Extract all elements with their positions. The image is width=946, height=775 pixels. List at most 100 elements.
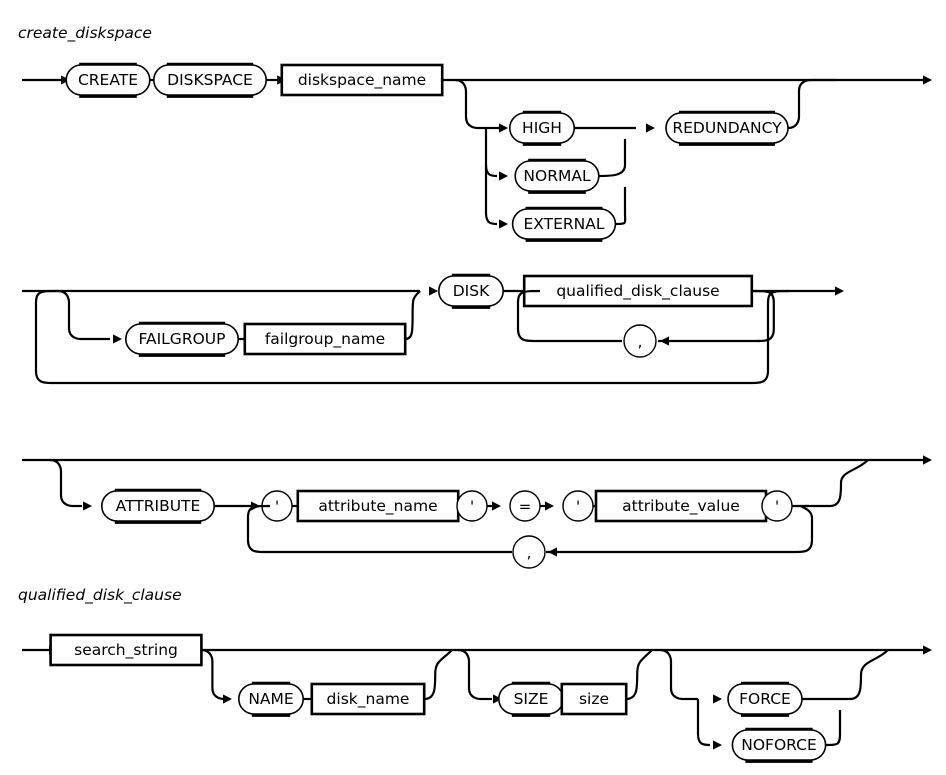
circle-quote-open-name-label: ' bbox=[275, 498, 279, 516]
nonterminal-attribute-name-label: attribute_name bbox=[318, 497, 437, 516]
terminal-disk: DISK bbox=[437, 273, 504, 309]
nonterminal-size-value: size bbox=[560, 682, 628, 716]
arrow-to-attribute bbox=[83, 501, 92, 511]
terminal-diskspace: DISKSPACE bbox=[153, 62, 268, 98]
row2-failgroup-return bbox=[405, 290, 421, 341]
row1-opt-return-up bbox=[787, 78, 811, 130]
terminal-normal-label: NORMAL bbox=[523, 167, 591, 185]
row1-external-merge bbox=[615, 187, 627, 226]
terminal-high: HIGH bbox=[508, 110, 575, 146]
terminal-size-label: SIZE bbox=[514, 690, 549, 708]
circle-comma-attribute-label: , bbox=[527, 544, 532, 562]
terminal-name-label: NAME bbox=[248, 690, 293, 708]
row1-alt-left-spine bbox=[484, 128, 498, 226]
arrow-to-disk bbox=[429, 286, 438, 296]
row2-bypass-right bbox=[751, 289, 791, 385]
terminal-failgroup: FAILGROUP bbox=[125, 321, 240, 357]
row-failgroup-disk: FAILGROUP failgroup_name DISK qualified_dis… bbox=[22, 273, 844, 385]
row2-exit-arrow bbox=[835, 286, 844, 296]
terminal-force-label: FORCE bbox=[739, 690, 791, 708]
terminal-external-label: EXTERNAL bbox=[523, 215, 604, 233]
terminal-diskspace-label: DISKSPACE bbox=[167, 71, 253, 89]
circle-equals: = bbox=[509, 490, 541, 522]
terminal-high-label: HIGH bbox=[522, 119, 562, 137]
nonterminal-disk-name-label: disk_name bbox=[327, 690, 410, 709]
nonterminal-size-value-label: size bbox=[579, 690, 609, 708]
row4-name-branch-down bbox=[201, 648, 224, 701]
diagram-title-qualified-disk-clause: qualified_disk_clause bbox=[18, 586, 182, 605]
terminal-size: SIZE bbox=[497, 681, 564, 717]
row1-exit-arrow bbox=[923, 75, 932, 85]
row2-failgroup-branch-down bbox=[57, 289, 81, 341]
nonterminal-attribute-value-label: attribute_value bbox=[622, 497, 740, 516]
circle-comma-disk: , bbox=[623, 324, 657, 358]
row-attribute: ATTRIBUTE ' attribute_name ' = ' attribute_val… bbox=[22, 455, 932, 569]
terminal-create-label: CREATE bbox=[78, 71, 138, 89]
arrow-to-name bbox=[223, 694, 232, 704]
nonterminal-attribute-value: attribute_value bbox=[594, 489, 768, 523]
arrow-to-high bbox=[499, 123, 508, 133]
row4-name-return bbox=[424, 649, 453, 701]
terminal-external: EXTERNAL bbox=[511, 206, 617, 242]
arrow-to-force bbox=[713, 694, 722, 704]
circle-quote-close-name-label: ' bbox=[470, 498, 474, 516]
row4-force-return bbox=[849, 649, 889, 701]
arrow-to-redundancy bbox=[646, 123, 655, 133]
terminal-redundancy-label: REDUNDANCY bbox=[672, 119, 782, 137]
circle-quote-open-value-label: ' bbox=[576, 498, 580, 516]
arrow-to-noforce bbox=[713, 740, 722, 750]
terminal-redundancy: REDUNDANCY bbox=[665, 110, 789, 146]
row3-loop-arrow bbox=[548, 547, 557, 557]
nonterminal-failgroup-name-label: failgroup_name bbox=[265, 330, 385, 349]
terminal-noforce-label: NOFORCE bbox=[741, 736, 817, 754]
nonterminal-qualified-disk-clause-label: qualified_disk_clause bbox=[556, 282, 719, 301]
nonterminal-failgroup-name: failgroup_name bbox=[243, 322, 407, 356]
circle-quote-close-value: ' bbox=[761, 490, 793, 522]
nonterminal-attribute-name: attribute_name bbox=[296, 489, 460, 523]
circle-quote-close-value-label: ' bbox=[775, 498, 779, 516]
row4-size-return bbox=[626, 649, 653, 701]
terminal-attribute-label: ATTRIBUTE bbox=[116, 497, 201, 515]
circle-comma-disk-label: , bbox=[638, 333, 643, 351]
circle-comma-attribute: , bbox=[512, 535, 546, 569]
nonterminal-search-string: search_string bbox=[49, 633, 203, 667]
row4-noforce-merge bbox=[825, 710, 842, 747]
nonterminal-search-string-label: search_string bbox=[74, 641, 178, 660]
diagram-title-create-diskspace: create_diskspace bbox=[18, 24, 152, 43]
terminal-name: NAME bbox=[238, 681, 305, 717]
arrow-to-normal bbox=[499, 171, 508, 181]
row2-loop-left bbox=[516, 289, 541, 343]
row2-loop-right bbox=[751, 289, 775, 343]
row2-bypass-left bbox=[34, 289, 59, 385]
row3-loop-left bbox=[246, 504, 271, 554]
row3-opt-return bbox=[829, 459, 869, 508]
terminal-attribute: ATTRIBUTE bbox=[101, 488, 216, 524]
arrow-to-external bbox=[499, 219, 508, 229]
circle-equals-label: = bbox=[519, 498, 532, 516]
terminal-force: FORCE bbox=[727, 681, 803, 717]
row4-force-spine bbox=[696, 699, 711, 747]
row1-alt-left-branch-normal bbox=[484, 164, 498, 178]
nonterminal-qualified-disk-clause: qualified_disk_clause bbox=[522, 274, 754, 308]
row3-opt-branch-down bbox=[49, 458, 73, 508]
row2-loop-arrow bbox=[660, 336, 669, 346]
arrow-to-failgroup bbox=[113, 334, 122, 344]
row4-force-branch-down bbox=[659, 648, 683, 701]
row3-exit-arrow bbox=[923, 455, 932, 465]
terminal-disk-label: DISK bbox=[453, 282, 490, 300]
nonterminal-disk-name: disk_name bbox=[310, 682, 426, 716]
terminal-noforce: NOFORCE bbox=[731, 727, 827, 763]
arrow-to-equals bbox=[492, 501, 501, 511]
terminal-create: CREATE bbox=[65, 62, 151, 98]
nonterminal-diskspace-name: diskspace_name bbox=[280, 63, 444, 97]
nonterminal-diskspace-name-label: diskspace_name bbox=[298, 71, 426, 90]
row4-size-branch-down bbox=[457, 648, 481, 701]
terminal-normal: NORMAL bbox=[514, 158, 600, 194]
arrow-to-size bbox=[493, 694, 502, 704]
terminal-failgroup-label: FAILGROUP bbox=[139, 330, 226, 348]
row1-opt-branch-down bbox=[454, 78, 478, 130]
